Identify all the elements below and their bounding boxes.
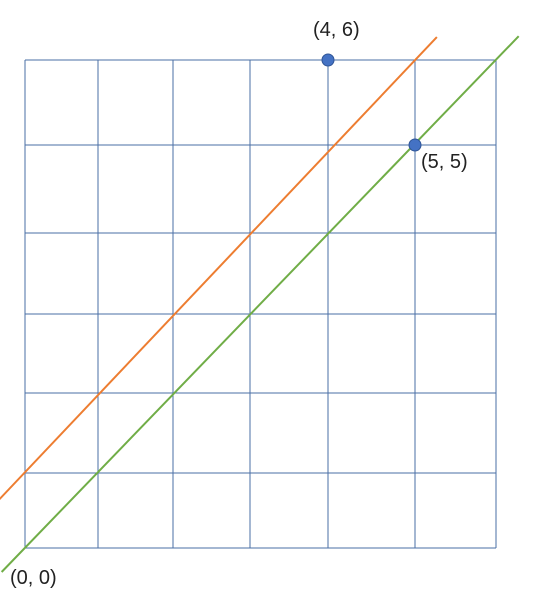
points [321, 53, 422, 152]
labels: (0, 0) (4, 6) (5, 5) [10, 19, 468, 589]
origin-label: (0, 0) [10, 567, 57, 589]
point-b-marker [408, 138, 422, 152]
upper-diagonal-line [0, 36, 438, 500]
point-a-marker [321, 53, 335, 67]
lower-diagonal-line [0, 35, 520, 573]
diagonal-lines [0, 35, 520, 573]
point-b-label: (5, 5) [421, 151, 468, 173]
point-a-label: (4, 6) [313, 19, 360, 41]
